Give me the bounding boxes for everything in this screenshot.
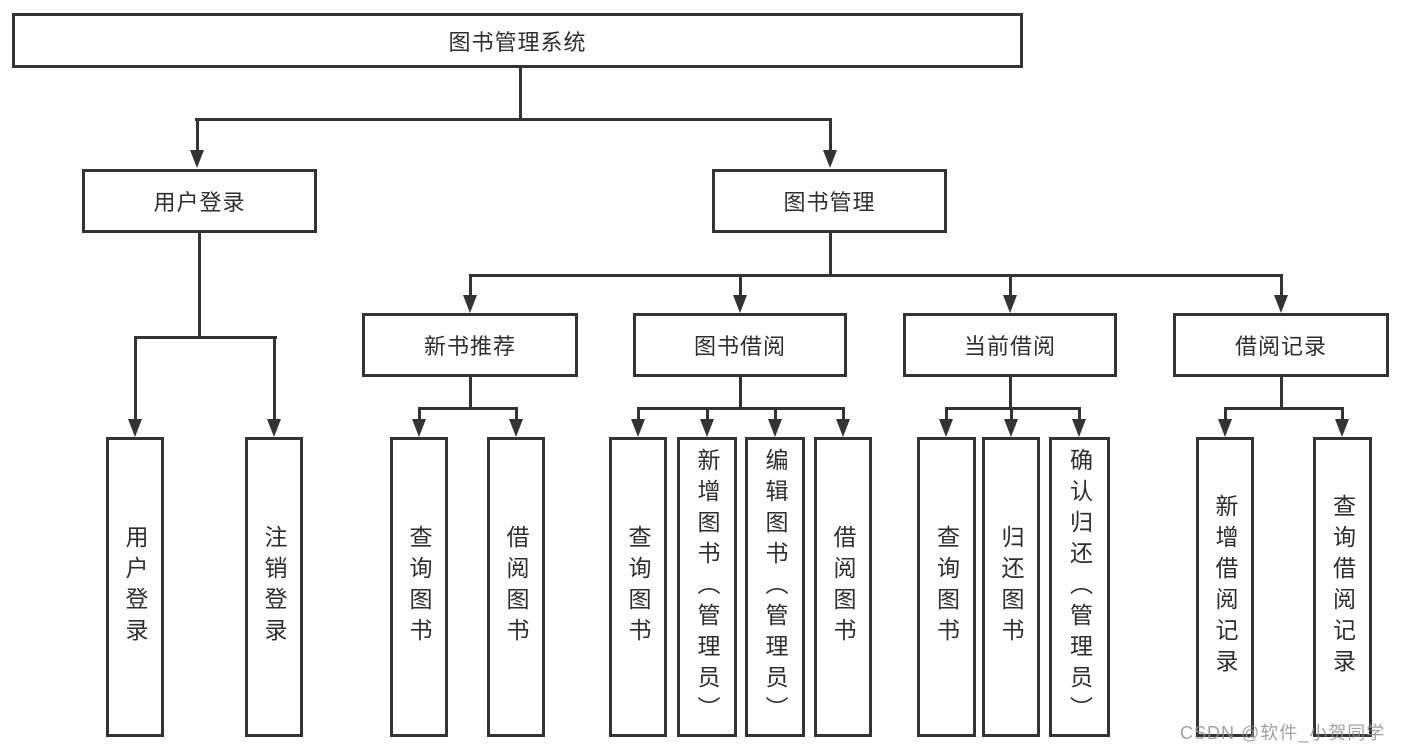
node-borrowing-records: 借阅记录 [1173, 313, 1389, 377]
edge-line [134, 336, 137, 421]
arrow-down-icon [631, 419, 645, 437]
leaf-add-books-admin: 新增图书（管理员） [677, 437, 737, 737]
leaf-logout: 注销登录 [245, 437, 303, 737]
node-book-management: 图书管理 [712, 169, 947, 233]
arrow-down-icon [1072, 419, 1086, 437]
leaf-return-books: 归还图书 [982, 437, 1040, 737]
edge-line [418, 407, 518, 410]
edge-line [1009, 377, 1012, 410]
leaf-user-login: 用户登录 [106, 437, 164, 737]
csdn-watermark: CSDN @软件_小贺同学 [1180, 723, 1386, 743]
node-label: 图书借阅 [693, 334, 786, 359]
arrow-down-icon [1335, 419, 1349, 437]
edge-line [739, 274, 742, 298]
leaf-label: 编辑图书（管理员） [762, 447, 788, 727]
node-label: 用户登录 [153, 190, 246, 215]
edge-line [469, 274, 1283, 277]
leaf-borrow-books-recommend: 借阅图书 [487, 437, 545, 737]
node-label: 图书管理 [783, 190, 876, 215]
leaf-label: 查询图书 [625, 525, 651, 649]
leaf-label: 用户登录 [122, 525, 148, 649]
edge-line [774, 407, 777, 421]
arrow-down-icon [190, 150, 204, 168]
edge-line [1010, 407, 1013, 421]
edge-line [1078, 407, 1081, 421]
leaf-label: 归还图书 [998, 525, 1024, 649]
arrow-down-icon [768, 419, 782, 437]
arrow-down-icon [267, 419, 281, 437]
arrow-down-icon [700, 419, 714, 437]
edge-line [842, 407, 845, 421]
arrow-down-icon [509, 419, 523, 437]
leaf-edit-books-admin: 编辑图书（管理员） [745, 437, 805, 737]
arrow-down-icon [463, 295, 477, 313]
edge-line [1009, 274, 1012, 298]
leaf-confirm-return-admin: 确认归还（管理员） [1049, 437, 1110, 737]
arrow-down-icon [1004, 419, 1018, 437]
edge-line [739, 377, 742, 410]
leaf-label: 查询图书 [933, 525, 960, 649]
edge-line [945, 407, 948, 421]
node-current-borrowing: 当前借阅 [903, 313, 1117, 377]
arrow-down-icon [128, 419, 142, 437]
edge-line [515, 407, 518, 421]
node-label: 新书推荐 [423, 334, 516, 359]
edge-line [196, 118, 199, 152]
edge-line [418, 407, 421, 421]
arrow-down-icon [412, 419, 426, 437]
edge-line [706, 407, 709, 421]
node-label: 图书管理系统 [448, 29, 587, 55]
edge-line [195, 118, 832, 121]
edge-line [1224, 407, 1344, 410]
edge-line [829, 233, 832, 277]
node-new-book-recommendation: 新书推荐 [362, 313, 578, 377]
arrow-down-icon [836, 419, 850, 437]
edge-line [469, 274, 472, 298]
leaf-label: 查询图书 [406, 525, 432, 649]
edge-line [1280, 274, 1283, 298]
node-label: 当前借阅 [963, 334, 1056, 359]
edge-line [469, 377, 472, 410]
edge-line [519, 68, 522, 121]
arrow-down-icon [1218, 419, 1232, 437]
leaf-query-borrow-record: 查询借阅记录 [1313, 437, 1372, 737]
leaf-label: 借阅图书 [503, 525, 529, 649]
node-user-login: 用户登录 [82, 169, 317, 233]
leaf-borrow-books: 借阅图书 [814, 437, 872, 737]
arrow-down-icon [1003, 295, 1017, 313]
node-label: 借阅记录 [1234, 334, 1327, 359]
node-book-borrowing: 图书借阅 [633, 313, 847, 377]
arrow-down-icon [939, 419, 953, 437]
edge-line [637, 407, 845, 410]
leaf-query-books-current: 查询图书 [917, 437, 976, 737]
edge-line [637, 407, 640, 421]
leaf-query-books-borrow: 查询图书 [609, 437, 667, 737]
edge-line [945, 407, 1081, 410]
leaf-label: 新增图书（管理员） [694, 447, 720, 727]
leaf-label: 注销登录 [261, 525, 287, 649]
edge-line [829, 118, 832, 152]
leaf-query-books-recommend: 查询图书 [390, 437, 448, 737]
node-library-management-system: 图书管理系统 [12, 13, 1023, 68]
leaf-label: 查询借阅记录 [1329, 494, 1356, 680]
leaf-label: 新增借阅记录 [1212, 494, 1238, 680]
arrow-down-icon [733, 295, 747, 313]
leaf-label: 借阅图书 [830, 525, 856, 649]
leaf-add-borrow-record: 新增借阅记录 [1196, 437, 1254, 737]
edge-line [1280, 377, 1283, 410]
edge-line [1224, 407, 1227, 421]
edge-line [134, 336, 277, 339]
arrow-down-icon [823, 150, 837, 168]
leaf-label: 确认归还（管理员） [1066, 447, 1093, 727]
edge-line [198, 233, 201, 338]
edge-line [1341, 407, 1344, 421]
arrow-down-icon [1274, 295, 1288, 313]
edge-line [273, 336, 276, 421]
